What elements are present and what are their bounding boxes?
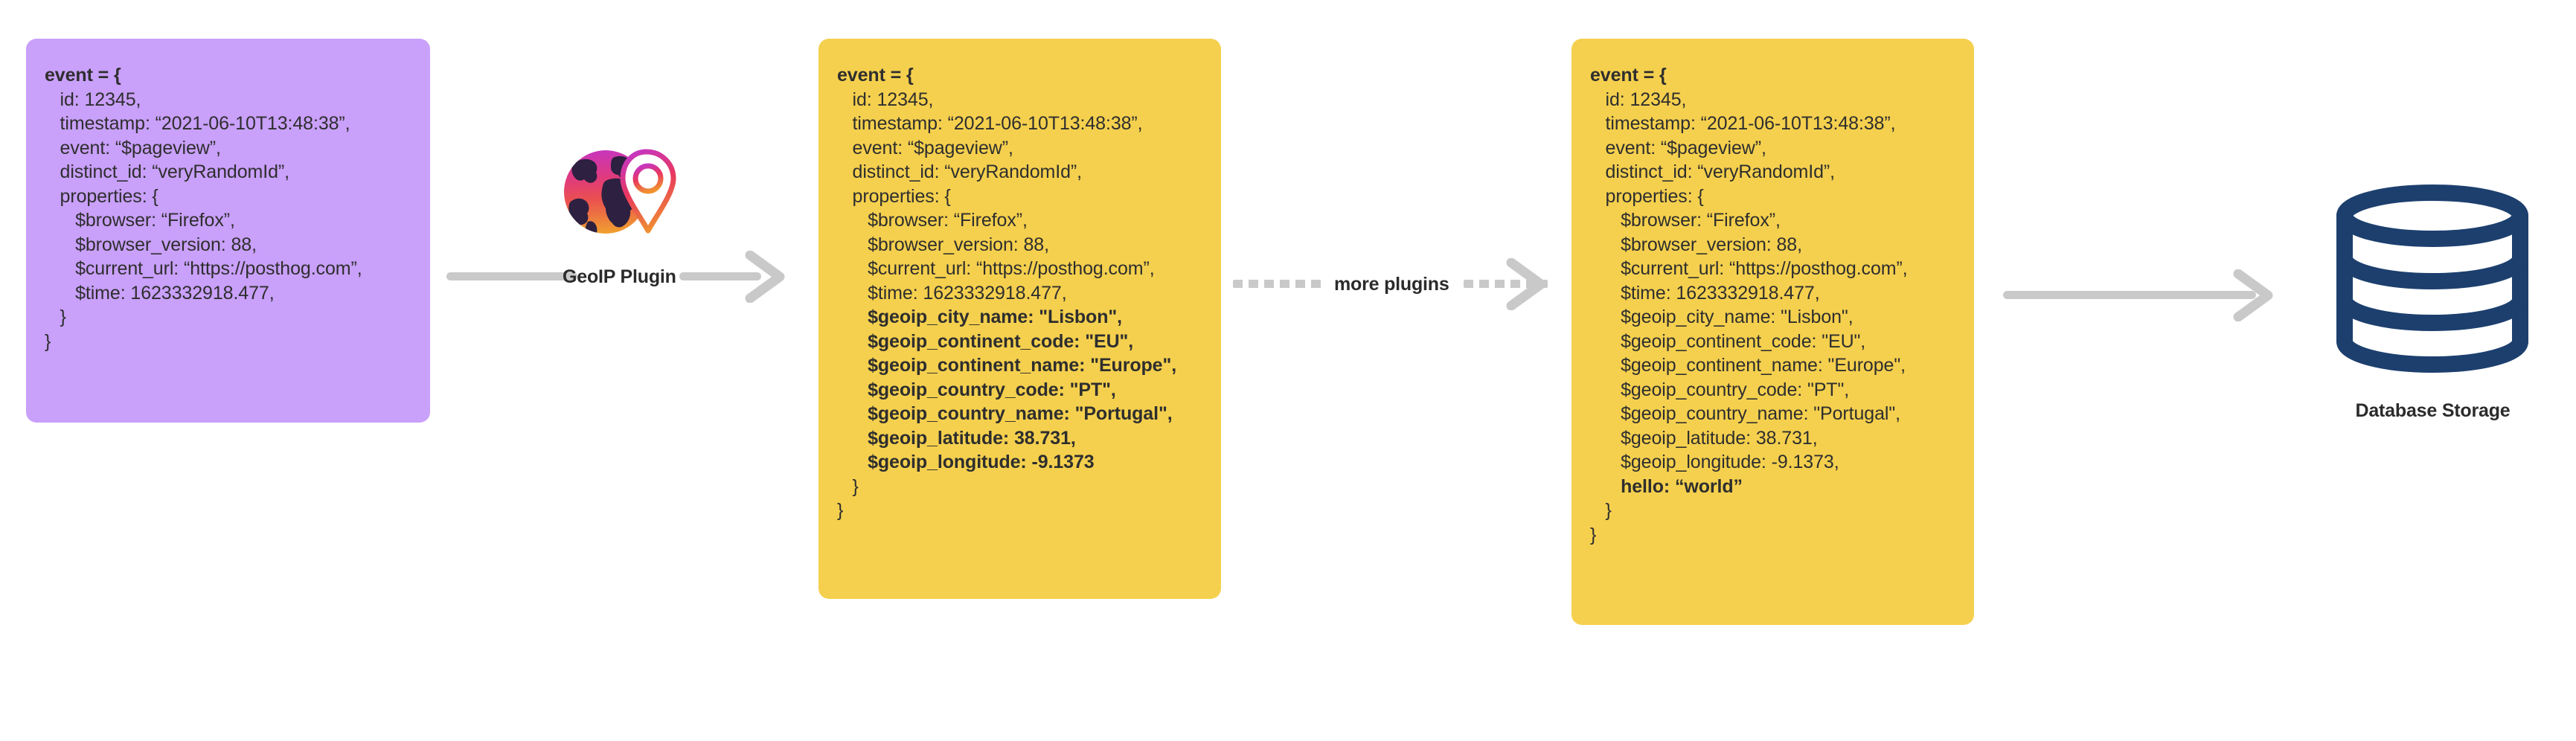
code-line: $geoip_country_name: "Portugal", [837, 403, 1173, 424]
code-line: $geoip_city_name: "Lisbon", [1590, 307, 1853, 327]
geoip-arrow-left-stub [446, 272, 577, 280]
code-line: $geoip_latitude: 38.731, [1590, 427, 1818, 449]
code-line: event = { [1590, 65, 1667, 86]
code-line: properties: { [837, 185, 951, 207]
code-line: distinct_id: “veryRandomId”, [45, 161, 290, 182]
code-line: $geoip_country_name: "Portugal", [1590, 403, 1900, 424]
code-line: $geoip_latitude: 38.731, [837, 427, 1076, 449]
globe-location-pin-icon [560, 138, 679, 246]
code-line: $time: 1623332918.477, [1590, 282, 1820, 304]
code-line: $browser_version: 88, [1590, 234, 1802, 255]
code-line: event = { [45, 65, 121, 86]
code-line: $geoip_continent_name: "Europe", [837, 355, 1177, 376]
code-line: $geoip_longitude: -9.1373 [837, 452, 1095, 472]
code-line: id: 12345, [837, 89, 934, 110]
code-line: $current_url: “https://posthog.com”, [1590, 258, 1908, 279]
code-line: $browser: “Firefox”, [1590, 210, 1781, 231]
after-geoip-event-card: event = { id: 12345, timestamp: “2021-06… [818, 39, 1221, 599]
code-line: } [1590, 500, 1612, 521]
to-database-arrow-line [2003, 291, 2256, 299]
code-line: $current_url: “https://posthog.com”, [837, 258, 1155, 279]
incoming-event-card: event = { id: 12345, timestamp: “2021-06… [26, 39, 430, 423]
code-line: $geoip_country_code: "PT", [837, 379, 1116, 400]
code-line: event: “$pageview”, [1590, 137, 1766, 158]
after-geoip-event-code: event = { id: 12345, timestamp: “2021-06… [837, 63, 1176, 523]
after-more-plugins-event-code: event = { id: 12345, timestamp: “2021-06… [1590, 63, 1908, 547]
code-line: $browser: “Firefox”, [45, 210, 235, 231]
more-plugins-label: more plugins [1334, 274, 1449, 295]
code-line: event = { [837, 65, 914, 86]
geoip-arrow-right-stub [679, 272, 761, 280]
code-line: $geoip_longitude: -9.1373, [1590, 452, 1839, 472]
geoip-plugin-label: GeoIP Plugin [563, 266, 676, 287]
code-line: $browser_version: 88, [45, 234, 257, 255]
database-storage-label: Database Storage [2355, 400, 2511, 421]
code-line: $time: 1623332918.477, [45, 282, 275, 304]
code-line: properties: { [1590, 185, 1704, 207]
more-plugins-dash-left [1233, 280, 1322, 288]
code-line: hello: “world” [1590, 475, 1743, 497]
code-line: $geoip_continent_code: "EU", [837, 330, 1134, 352]
after-more-plugins-event-card: event = { id: 12345, timestamp: “2021-06… [1571, 39, 1974, 625]
code-line: event: “$pageview”, [45, 137, 221, 158]
code-line: } [45, 307, 66, 327]
code-line: timestamp: “2021-06-10T13:48:38”, [45, 113, 350, 134]
incoming-event-code: event = { id: 12345, timestamp: “2021-06… [45, 63, 362, 353]
code-line: $geoip_country_code: "PT", [1590, 379, 1850, 400]
code-line: } [1590, 524, 1597, 545]
more-plugins-dash-right [1464, 280, 1548, 288]
code-line: $geoip_city_name: "Lisbon", [837, 307, 1122, 327]
code-line: properties: { [45, 185, 158, 207]
code-line: event: “$pageview”, [837, 137, 1013, 158]
code-line: distinct_id: “veryRandomId”, [837, 161, 1083, 182]
code-line: $time: 1623332918.477, [837, 282, 1067, 304]
code-line: $geoip_continent_code: "EU", [1590, 330, 1866, 352]
code-line: distinct_id: “veryRandomId”, [1590, 161, 1836, 182]
code-line: $browser_version: 88, [837, 234, 1049, 255]
code-line: id: 12345, [45, 89, 141, 110]
code-line: id: 12345, [1590, 89, 1687, 110]
code-line: timestamp: “2021-06-10T13:48:38”, [837, 113, 1143, 134]
code-line: timestamp: “2021-06-10T13:48:38”, [1590, 113, 1896, 134]
code-line: $browser: “Firefox”, [837, 210, 1028, 231]
code-line: $current_url: “https://posthog.com”, [45, 258, 362, 279]
database-cylinder-icon [2335, 185, 2531, 373]
code-line: } [837, 500, 844, 521]
code-line: $geoip_continent_name: "Europe", [1590, 355, 1906, 376]
code-line: } [837, 475, 859, 497]
code-line: } [45, 330, 51, 352]
